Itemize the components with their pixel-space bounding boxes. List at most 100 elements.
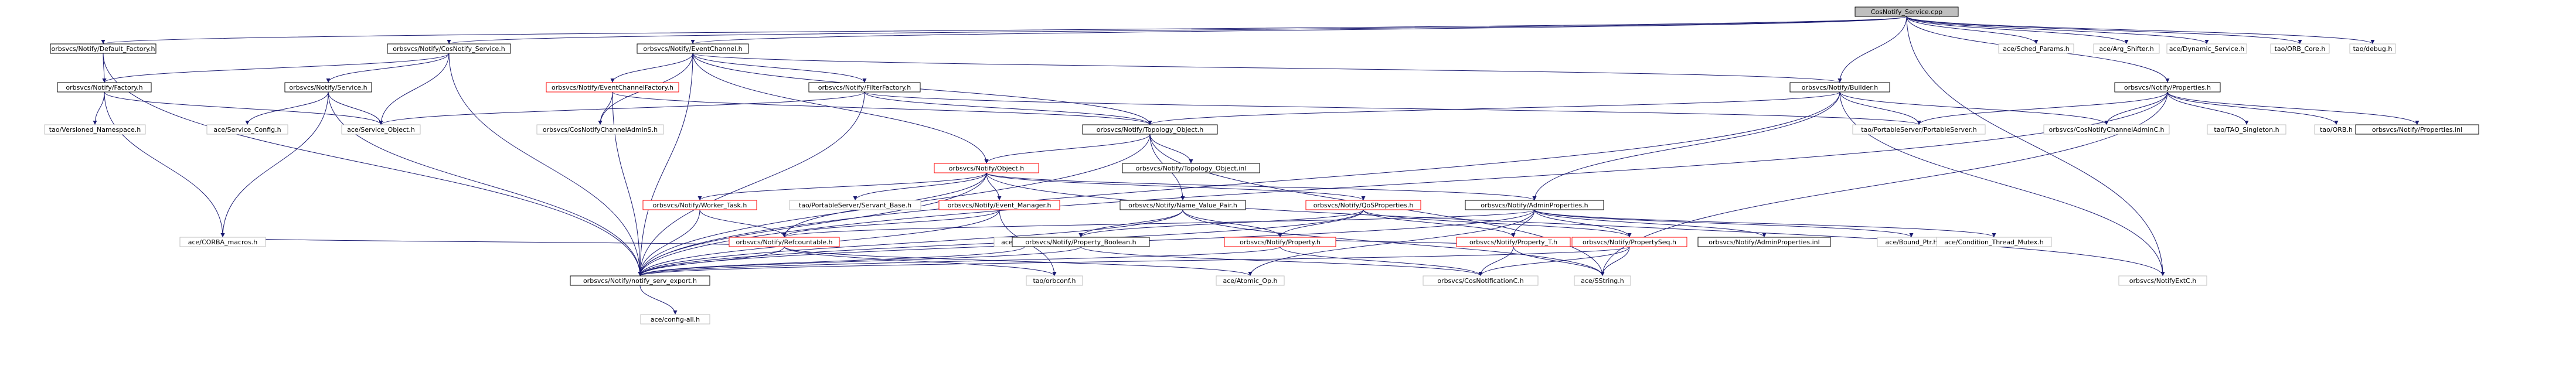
node-box <box>1224 237 1336 247</box>
node-box <box>2093 43 2160 54</box>
node-property-seq[interactable]: orbsvcs/Notify/PropertySeq.h <box>1571 237 1687 247</box>
node-topology-object[interactable]: orbsvcs/Notify/Topology_Object.h <box>1082 124 1218 135</box>
node-builder[interactable]: orbsvcs/Notify/Builder.h <box>1789 82 1890 93</box>
node-ace-bound-ptr: ace/Bound_Ptr.h <box>1877 237 1946 247</box>
node-box <box>2043 124 2170 135</box>
node-box <box>1082 124 1218 135</box>
node-ace-service-object: ace/Service_Object.h <box>341 124 421 135</box>
node-tao-orb-core: tao/ORB_Core.h <box>2270 43 2330 54</box>
edge-property_boolean-to-notify_serv_export <box>638 246 1081 277</box>
node-box <box>808 82 921 93</box>
edge-notify_object-to-qos_properties <box>986 172 1366 201</box>
node-qos-properties[interactable]: orbsvcs/Notify/QoSProperties.h <box>1305 200 1421 210</box>
edge-property-to-cos_notification_c <box>1280 246 1483 277</box>
node-properties-inl[interactable]: orbsvcs/Notify/Properties.inl <box>2355 124 2479 135</box>
node-box <box>2207 124 2286 135</box>
node-label: tao/debug.h <box>2353 45 2393 53</box>
node-refcountable[interactable]: orbsvcs/Notify/Refcountable.h <box>729 237 840 247</box>
node-box <box>1465 200 1604 210</box>
node-event-channel[interactable]: orbsvcs/Notify/EventChannel.h <box>637 43 749 54</box>
node-label: orbsvcs/Notify/Builder.h <box>1802 84 1879 91</box>
node-label: orbsvcs/Notify/PropertySeq.h <box>1583 238 1676 246</box>
edge-refcountable-to-notify_serv_export <box>638 246 785 277</box>
node-label: tao/ORB_Core.h <box>2275 45 2326 53</box>
node-label: CosNotify_Service.cpp <box>1871 8 1942 16</box>
node-box <box>2270 43 2330 54</box>
edge-properties-to-ace_sstring <box>1600 91 2168 277</box>
node-box <box>179 237 266 247</box>
edge-properties-to-tao_portable_server <box>1917 91 2168 125</box>
edge-notify_factory-to-ace_corba_macros <box>104 91 225 238</box>
node-ace-sstring: ace/SString.h <box>1574 275 1631 286</box>
node-ace-atomic-op: ace/Atomic_Op.h <box>1216 275 1285 286</box>
node-admin-properties-inl[interactable]: orbsvcs/Notify/AdminProperties.inl <box>1697 237 1831 247</box>
node-notify-serv-export[interactable]: orbsvcs/Notify/notify_serv_export.h <box>570 275 710 286</box>
dependency-edges <box>93 16 2420 315</box>
node-event-manager[interactable]: orbsvcs/Notify/Event_Manager.h <box>938 200 1060 210</box>
node-tao-orbconf: tao/orbconf.h <box>1026 275 1083 286</box>
edge-filter_factory-to-topology_object <box>864 91 1152 125</box>
edge-builder-to-topology_object <box>1148 91 1840 125</box>
node-box <box>1456 237 1571 247</box>
node-topology-object-inl[interactable]: orbsvcs/Notify/Topology_Object.inl <box>1122 163 1260 173</box>
node-label: orbsvcs/Notify/Event_Manager.h <box>948 202 1052 209</box>
node-root[interactable]: CosNotify_Service.cpp <box>1854 6 1959 17</box>
edge-qos_properties-to-property_t <box>1363 209 1516 238</box>
node-notify-object[interactable]: orbsvcs/Notify/Object.h <box>934 163 1039 173</box>
node-default-factory[interactable]: orbsvcs/Notify/Default_Factory.h <box>50 43 156 54</box>
node-property[interactable]: orbsvcs/Notify/Property.h <box>1224 237 1336 247</box>
node-box <box>387 43 511 54</box>
node-label: orbsvcs/Notify/EventChannel.h <box>643 45 742 53</box>
node-label: orbsvcs/Notify/Property_T.h <box>1469 238 1557 246</box>
node-label: ace/Service_Config.h <box>213 126 281 134</box>
edge-admin_properties-to-ace_bound_ptr <box>1534 209 1914 238</box>
node-box <box>44 124 146 135</box>
node-cosnotify-service[interactable]: orbsvcs/Notify/CosNotify_Service.h <box>387 43 511 54</box>
edge-notify_factory-to-ace_service_object <box>104 91 383 125</box>
edge-admin_properties-to-property_t <box>1511 209 1535 238</box>
node-label: orbsvcs/Notify/Properties.h <box>2124 84 2211 91</box>
edge-root-to-cosnotify_service <box>447 16 1907 45</box>
node-box <box>1122 163 1260 173</box>
node-event-channel-factory[interactable]: orbsvcs/Notify/EventChannelFactory.h <box>546 82 679 93</box>
node-worker-task[interactable]: orbsvcs/Notify/Worker_Task.h <box>642 200 757 210</box>
edge-property_seq-to-notify_serv_export <box>638 246 1630 277</box>
edge-builder-to-notify_serv_export <box>638 91 1840 277</box>
node-box <box>570 275 710 286</box>
node-property-boolean[interactable]: orbsvcs/Notify/Property_Boolean.h <box>1012 237 1150 247</box>
node-properties[interactable]: orbsvcs/Notify/Properties.h <box>2114 82 2221 93</box>
node-box <box>1697 237 1831 247</box>
node-name-value-pair[interactable]: orbsvcs/Notify/Name_Value_Pair.h <box>1119 200 1246 210</box>
node-box <box>206 124 288 135</box>
edge-admin_properties-to-ace_atomic_op <box>1248 209 1535 277</box>
node-tao-debug: tao/debug.h <box>2349 43 2396 54</box>
node-label: orbsvcs/Notify/Service.h <box>289 84 367 91</box>
node-label: ace/CORBA_macros.h <box>188 238 258 246</box>
edge-refcountable-to-ace_atomic_op <box>784 246 1253 277</box>
node-ace-arg-shifter: ace/Arg_Shifter.h <box>2093 43 2160 54</box>
node-ace-service-config: ace/Service_Config.h <box>206 124 288 135</box>
edge-refcountable-to-tao_orbconf <box>784 246 1057 277</box>
node-filter-factory[interactable]: orbsvcs/Notify/FilterFactory.h <box>808 82 921 93</box>
edge-builder-to-tao_portable_server <box>1839 91 1921 125</box>
edge-event_channel-to-topology_object <box>692 53 1152 125</box>
edge-properties-to-properties_inl <box>2167 91 2420 125</box>
edge-cosnotify_service-to-notify_service <box>326 53 450 83</box>
node-label: orbsvcs/Notify/Refcountable.h <box>736 238 832 246</box>
edge-ace_vector_t-to-notify_serv_export <box>638 246 1025 277</box>
node-property-t[interactable]: orbsvcs/Notify/Property_T.h <box>1456 237 1571 247</box>
node-box <box>341 124 421 135</box>
node-label: orbsvcs/Notify/Property_Boolean.h <box>1025 238 1136 246</box>
edge-root-to-tao_debug <box>1906 16 2375 45</box>
node-label: orbsvcs/Notify/QoSProperties.h <box>1313 202 1414 209</box>
node-notify-factory[interactable]: orbsvcs/Notify/Factory.h <box>57 82 152 93</box>
node-box <box>284 82 372 93</box>
node-label: orbsvcs/Notify/Object.h <box>949 165 1025 172</box>
node-box <box>2114 82 2221 93</box>
edge-notify_object-to-admin_properties <box>986 172 1537 201</box>
node-notify-service[interactable]: orbsvcs/Notify/Service.h <box>284 82 372 93</box>
edge-event_channel_factory-to-cos_notify_channel_admin_s <box>598 91 613 125</box>
node-label: tao/Versioned_Namespace.h <box>49 126 141 134</box>
node-admin-properties[interactable]: orbsvcs/Notify/AdminProperties.h <box>1465 200 1604 210</box>
